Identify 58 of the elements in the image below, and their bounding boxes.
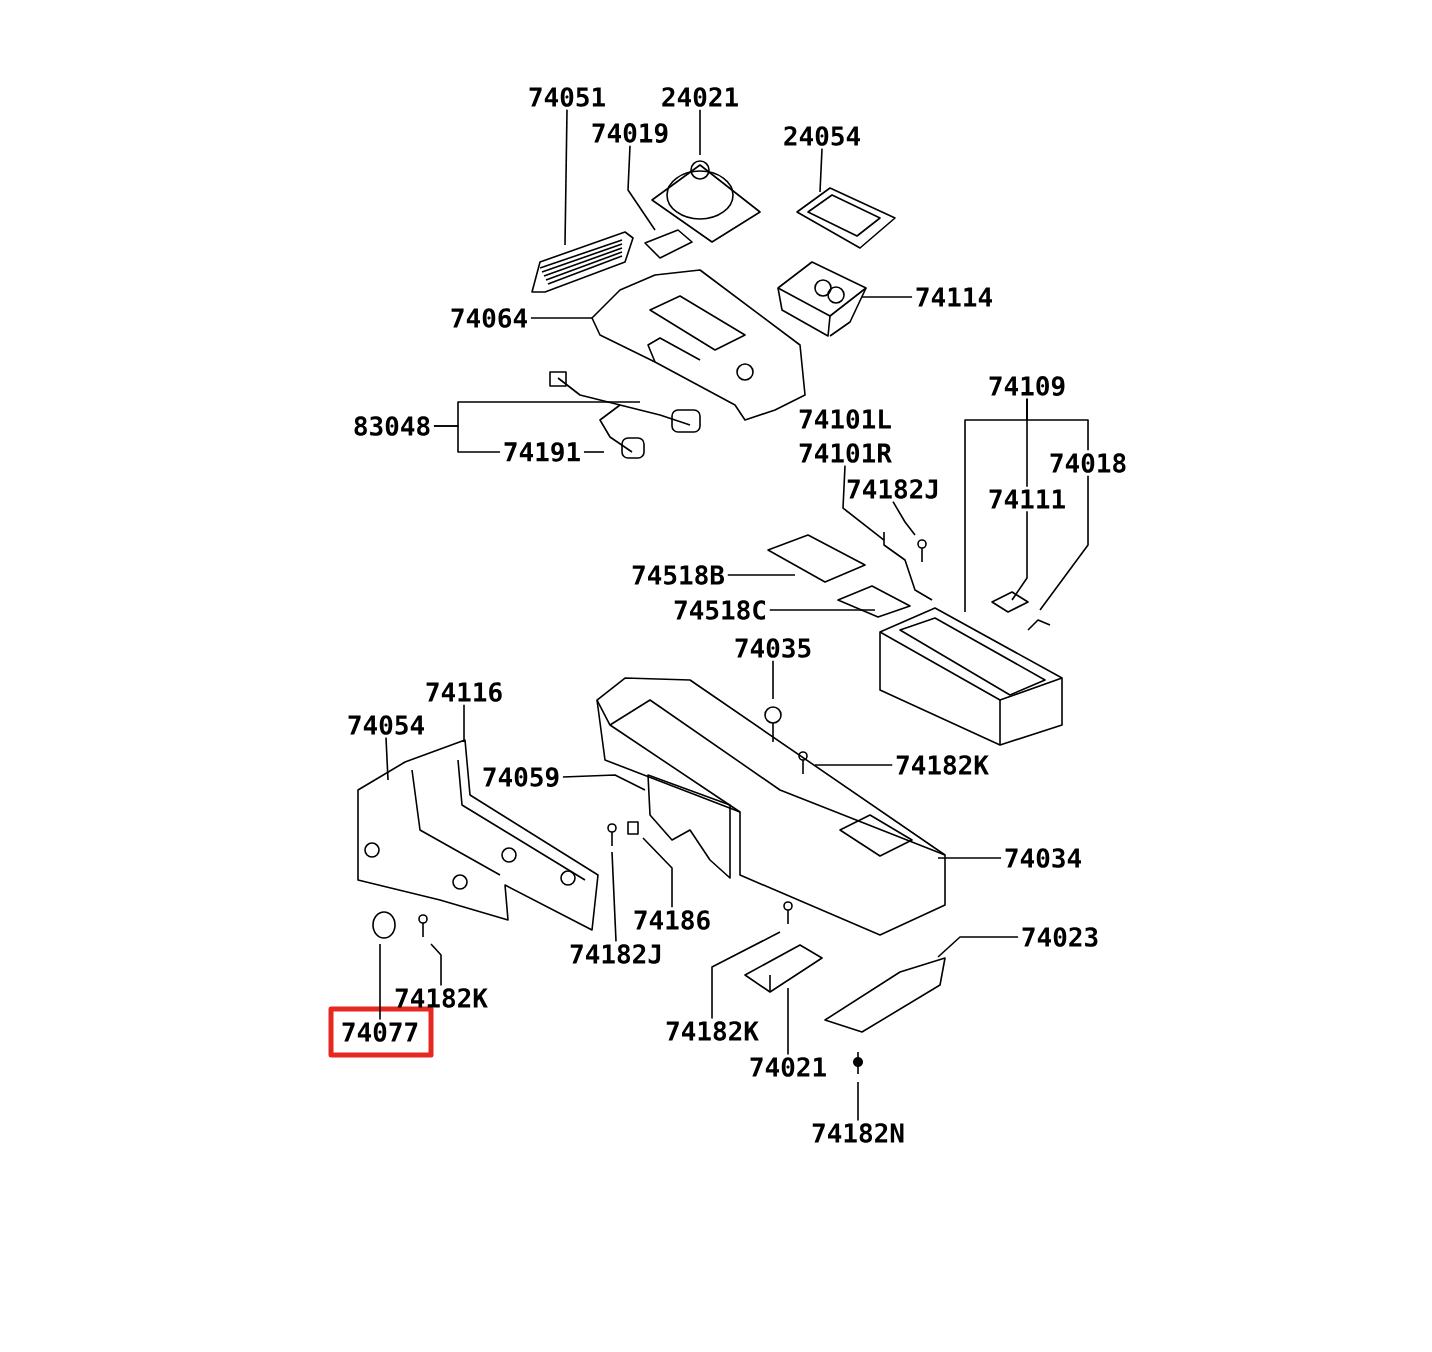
callout-number: 74191 — [504, 442, 580, 462]
callout-number: 74116 — [426, 682, 502, 702]
callout-number: 74077 — [342, 1022, 418, 1042]
callout-number: 74054 — [348, 715, 424, 735]
leader-line — [583, 451, 605, 453]
callout-number: 74059 — [483, 767, 559, 787]
leader-line — [433, 425, 501, 453]
leader-line — [1011, 510, 1028, 601]
callout-number: 74035 — [735, 638, 811, 658]
callout-number: 24054 — [784, 126, 860, 146]
callout-number: 83048 — [354, 416, 430, 436]
callout-number: 74114 — [916, 287, 992, 307]
leader-line — [937, 857, 1002, 859]
leader-line — [379, 943, 381, 1021]
callout-number: 74064 — [451, 308, 527, 328]
leader-line — [857, 1081, 859, 1122]
leader-line — [385, 736, 389, 781]
callout-number: 74186 — [634, 910, 710, 930]
callout-number: 74182K — [896, 755, 989, 775]
callout-number: 74018 — [1050, 453, 1126, 473]
callout-number: 74182J — [570, 944, 661, 964]
callout-number: 74101L 74101R — [799, 409, 892, 463]
leader-line — [627, 144, 656, 231]
callout-number: 74182K — [395, 988, 488, 1008]
leader-line — [1039, 474, 1089, 611]
callout-number: 74182N — [812, 1123, 904, 1143]
leader-line — [937, 936, 1019, 958]
leader-line — [711, 931, 781, 1020]
callout-number: 74109 — [989, 376, 1065, 396]
leader-line — [430, 943, 442, 987]
leader-line — [892, 500, 916, 536]
callout-number: 74111 — [989, 489, 1065, 509]
leader-line — [699, 108, 701, 156]
callout-number: 74518C — [674, 600, 766, 620]
leader-line — [611, 851, 617, 943]
callout-number: 74023 — [1022, 927, 1098, 947]
leader-line — [787, 987, 789, 1056]
leader-line — [1026, 397, 1028, 488]
callout-number: 74518B — [632, 565, 724, 585]
callout-number: 74051 — [529, 87, 605, 107]
callout-number: 74034 — [1005, 848, 1081, 868]
leader-line — [564, 108, 568, 246]
callout-number: 24021 — [662, 87, 738, 107]
callout-number: 74019 — [592, 123, 668, 143]
leader-line — [726, 574, 796, 576]
callout-number: 74182J — [847, 479, 938, 499]
leader-line — [530, 317, 593, 319]
leader-line — [772, 659, 774, 700]
leader-line — [642, 837, 673, 909]
leader-line — [562, 774, 646, 791]
callout-number: 74182K — [666, 1021, 759, 1041]
leader-line — [819, 147, 823, 193]
callout-number: 74021 — [750, 1057, 826, 1077]
leader-line — [842, 464, 885, 541]
leader-line — [463, 703, 465, 742]
leader-line — [861, 296, 913, 298]
leader-line — [768, 609, 876, 611]
leader-line — [814, 764, 894, 766]
